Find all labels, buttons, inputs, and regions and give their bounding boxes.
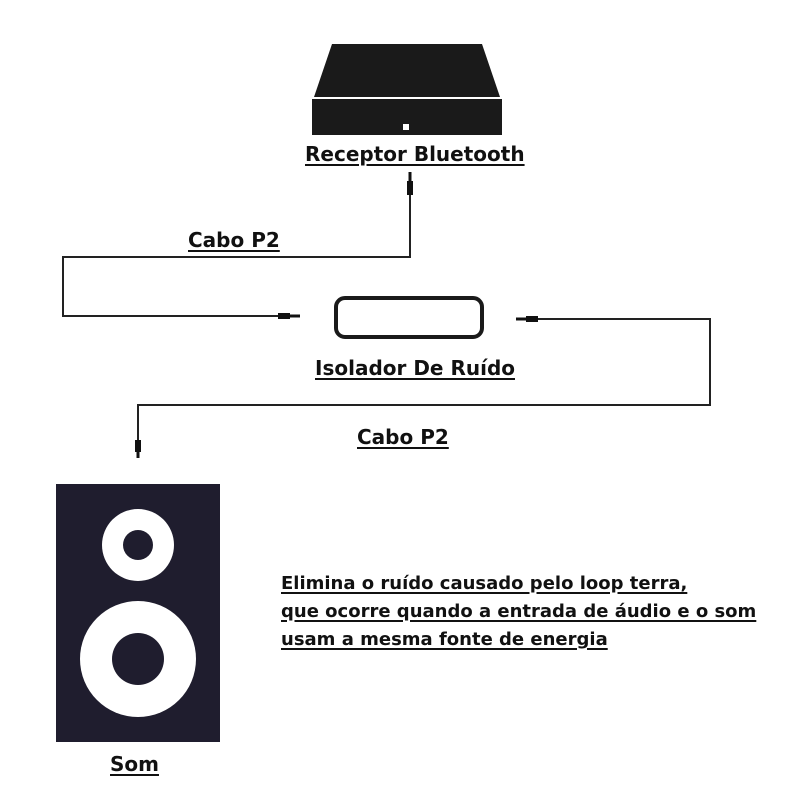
description-line: Elimina o ruído causado pelo loop terra, — [281, 573, 688, 594]
bluetooth-receiver-icon — [312, 44, 502, 135]
cable-bottom-label: Cabo P2 — [357, 425, 449, 449]
description-line: que ocorre quando a entrada de áudio e o… — [281, 601, 757, 622]
speaker-icon — [56, 484, 220, 742]
description-note: Elimina o ruído causado pelo loop terra,… — [281, 570, 781, 654]
cable-top-label: Cabo P2 — [188, 228, 280, 252]
isolator-label: Isolador De Ruído — [315, 356, 515, 380]
speaker-label: Som — [110, 752, 159, 776]
cable-p2-bottom — [135, 316, 711, 458]
description-line: usam a mesma fonte de energia — [281, 629, 608, 650]
noise-isolator-icon — [334, 296, 484, 339]
cable-p2-top — [62, 172, 413, 319]
receiver-label: Receptor Bluetooth — [305, 142, 525, 166]
